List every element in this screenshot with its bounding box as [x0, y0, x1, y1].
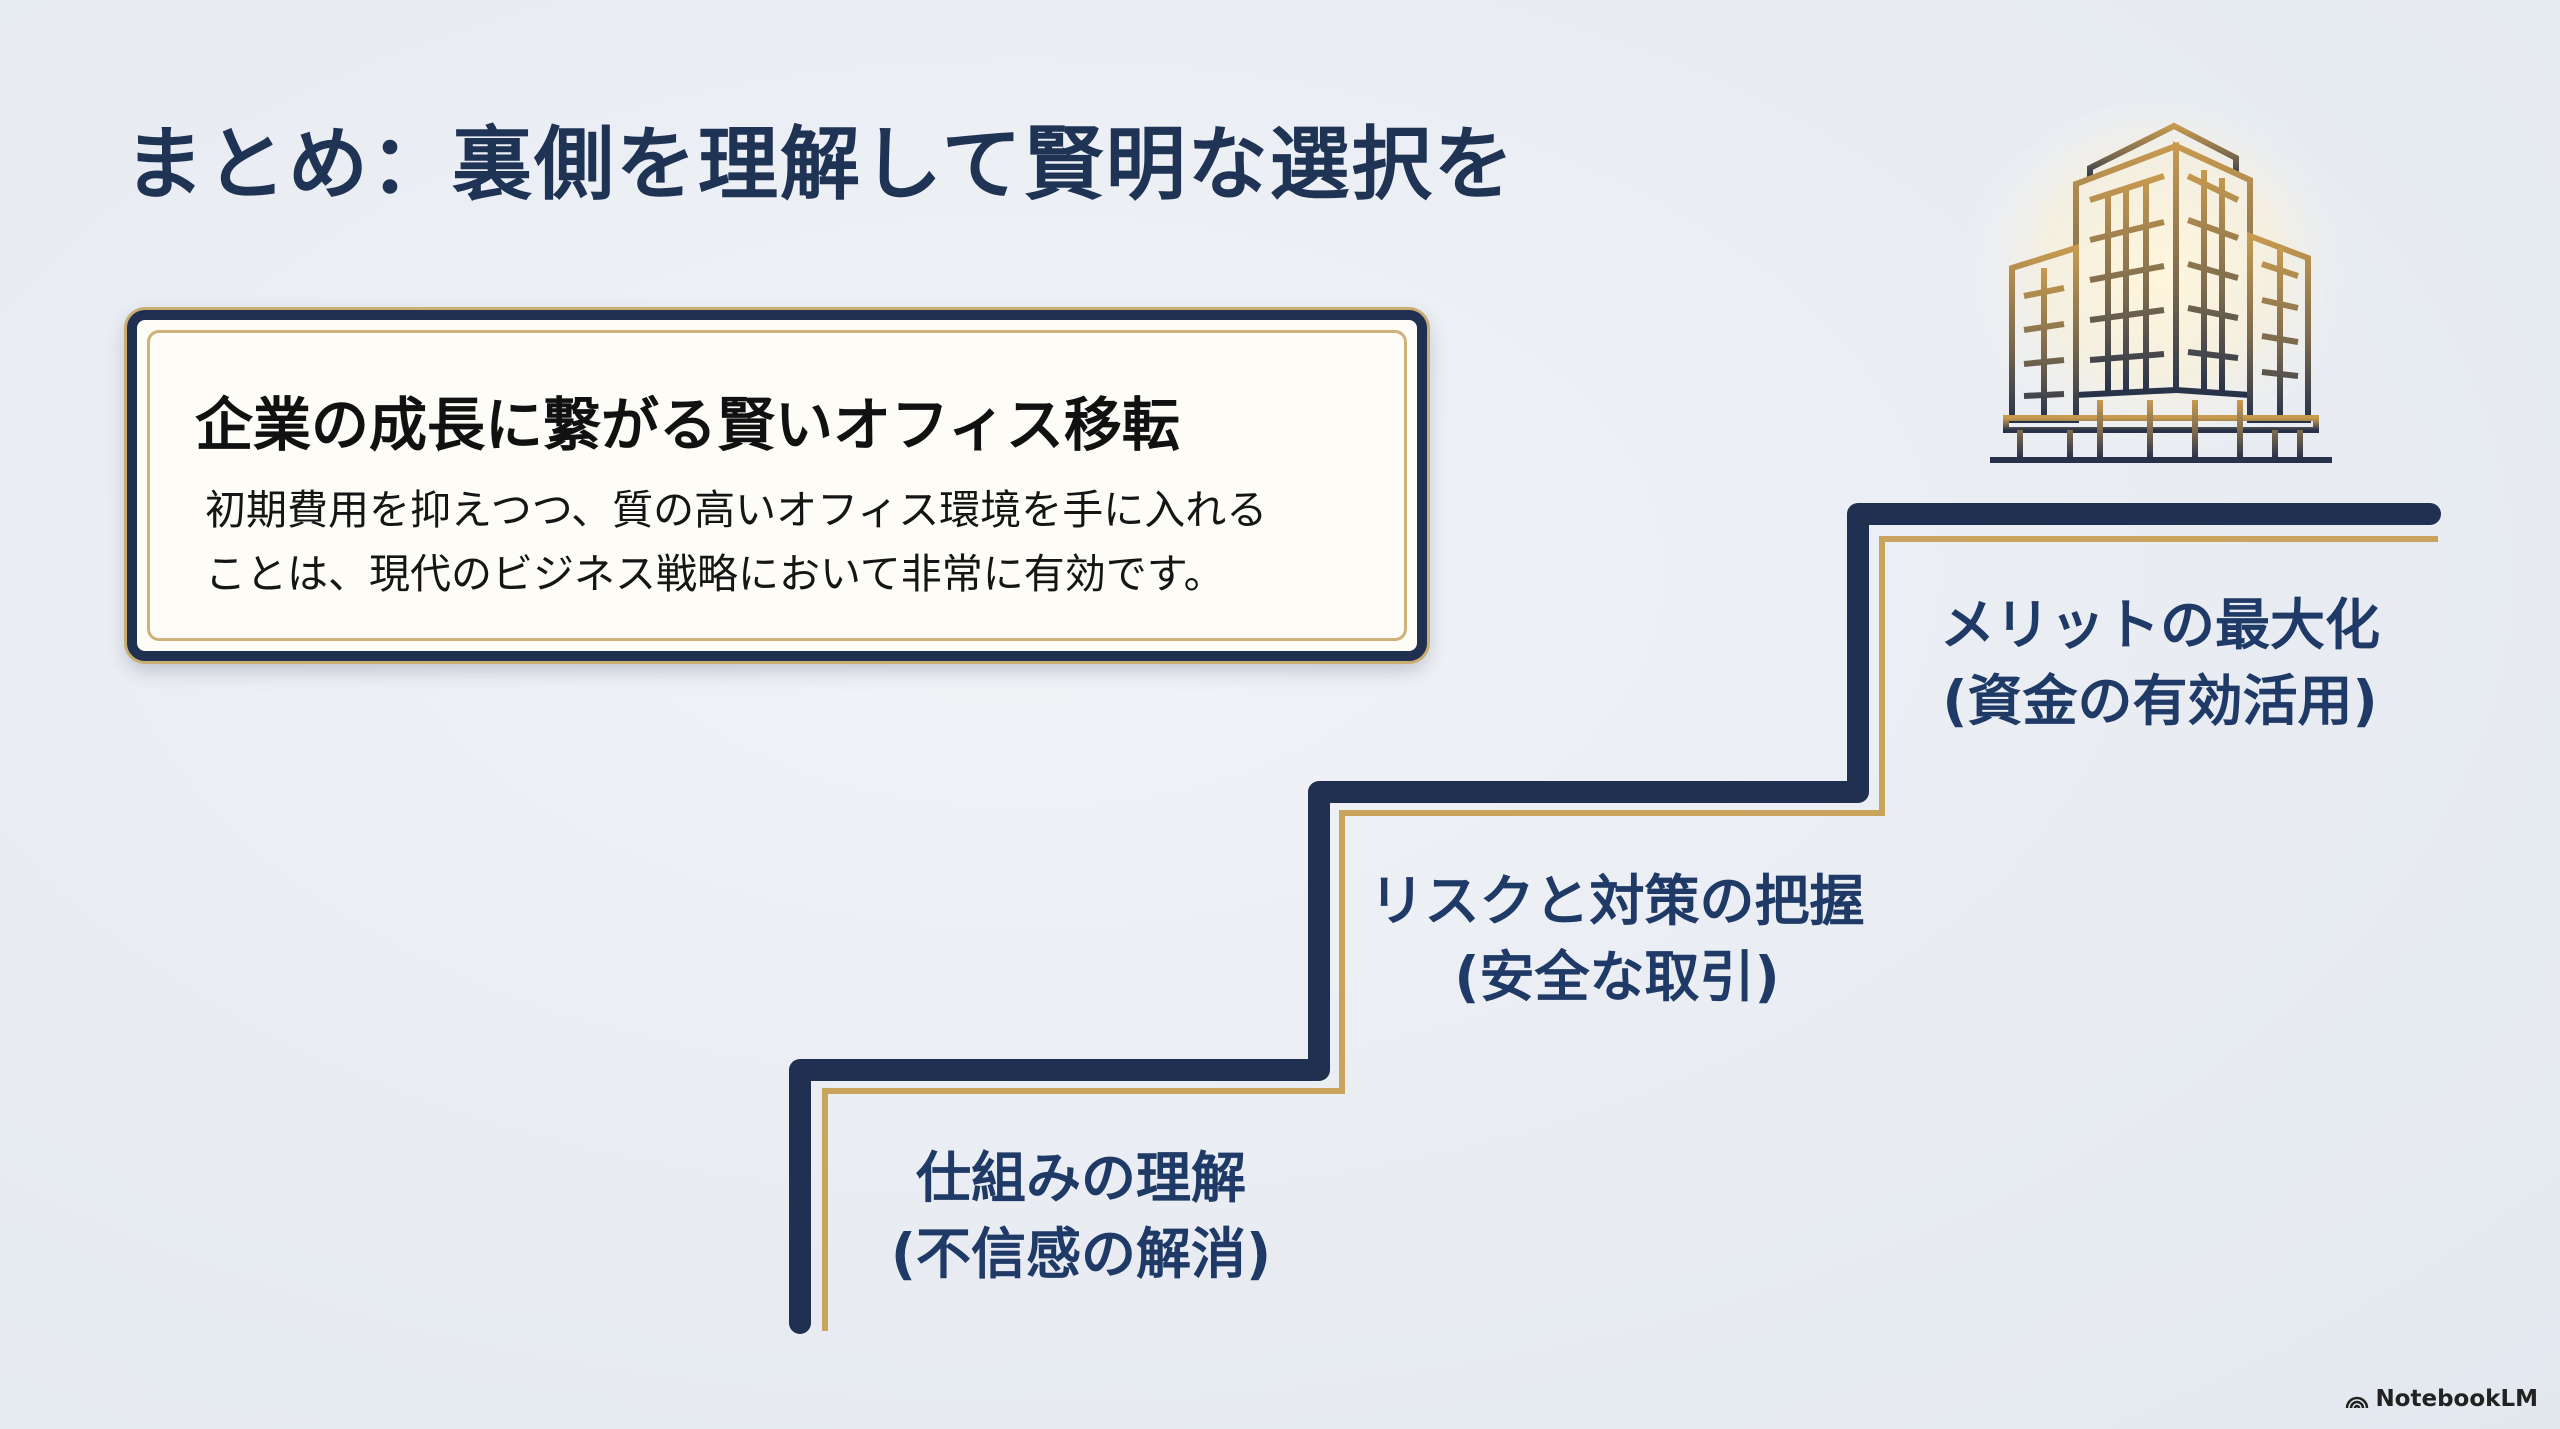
branding-label: NotebookLM [2375, 1386, 2538, 1412]
step-1-subtitle: (不信感の解消) [890, 1222, 1272, 1286]
summary-card [127, 310, 1427, 661]
card-body-line: 初期費用を抑えつつ、質の高いオフィス環境を手に入れる [205, 486, 1268, 534]
office-building-icon [1960, 100, 2360, 480]
notebooklm-branding: NotebookLM [2345, 1386, 2538, 1412]
stair-gold-line [822, 536, 2438, 1331]
stair-navy-line [789, 503, 2441, 1334]
notebooklm-logo-icon [2346, 1396, 2369, 1409]
step-2-subtitle: (安全な取引) [1454, 945, 1780, 1009]
step-1-title: 仕組みの理解 [915, 1146, 1246, 1210]
step-2-label: リスクと対策の把握 (安全な取引) [1369, 863, 1864, 1015]
card-inner-border [147, 330, 1407, 641]
slide-title: まとめ：裏側を理解して賢明な選択を [124, 117, 1516, 211]
step-3-title: メリットの最大化 [1939, 593, 2381, 657]
step-3-subtitle: (資金の有効活用) [1942, 669, 2378, 733]
card-body: 初期費用を抑えつつ、質の高いオフィス環境を手に入れる ことは、現代のビジネス戦略… [205, 478, 1267, 606]
card-body-line: ことは、現代のビジネス戦略において非常に有効です。 [205, 550, 1225, 598]
step-3-label: メリットの最大化 (資金の有効活用) [1940, 587, 2380, 739]
step-2-title: リスクと対策の把握 [1369, 869, 1865, 933]
step-1-label: 仕組みの理解 (不信感の解消) [891, 1140, 1271, 1292]
card-heading: 企業の成長に繋がる賢いオフィス移転 [195, 391, 1180, 459]
